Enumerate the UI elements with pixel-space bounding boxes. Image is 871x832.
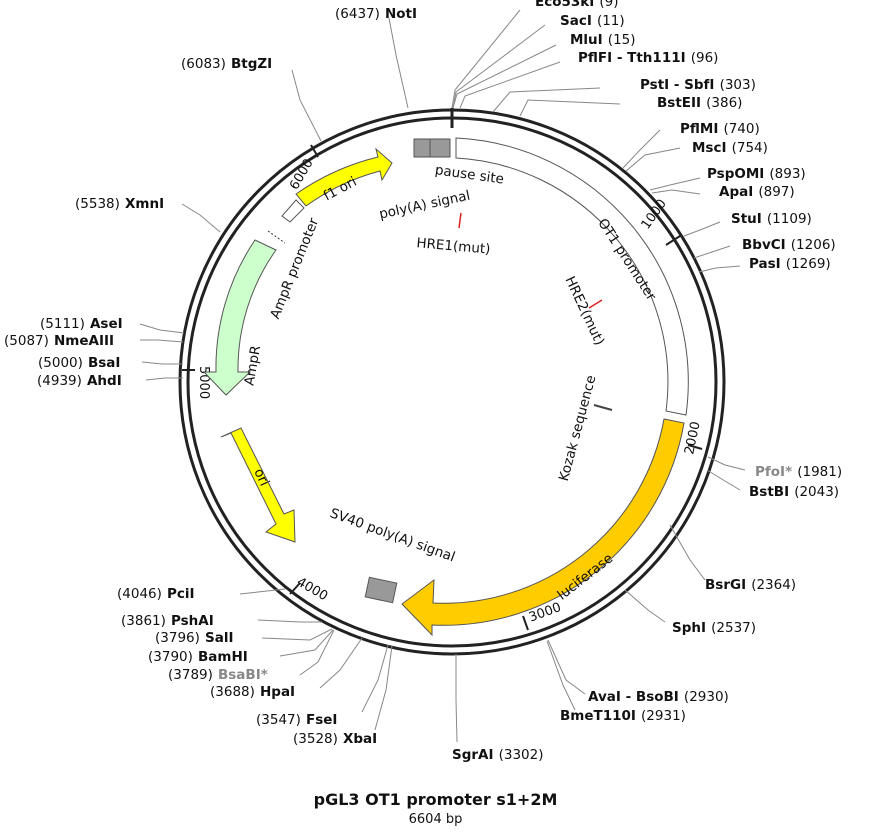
hre1-marker [458, 212, 462, 229]
site-BamHI: (3790) BamHI [148, 646, 248, 665]
kozak-label: Kozak sequence [556, 374, 600, 483]
sv40-polya-label: SV40 poly(A) signal [328, 505, 457, 565]
plasmid-length: 6604 bp [408, 812, 463, 827]
site-PciI: (4046) PciI [117, 583, 195, 602]
site-PspOMI: PspOMI (893) [707, 163, 806, 182]
site-PfoI: PfoI* (1981) [755, 461, 842, 480]
site-MluI: MluI (15) [570, 29, 636, 48]
site-StuI: StuI (1109) [731, 208, 812, 227]
plasmid-title: pGL3 OT1 promoter s1+2M [313, 790, 558, 809]
site-BmeT110I: BmeT110I (2931) [560, 705, 686, 724]
tick-label-5000: 5000 [196, 366, 211, 399]
site-XbaI: (3528) XbaI [293, 728, 377, 747]
sv40-polya-feature [364, 576, 398, 604]
tick-marks [182, 144, 703, 631]
site-leader-lines [139, 9, 746, 743]
site-SacI: SacI (11) [560, 10, 625, 29]
ori-label: ori [250, 466, 272, 489]
restriction-sites: (6437) NotI Eco53kI (9) SacI (11) MluI (… [4, 0, 842, 763]
hre2-label: HRE2(mut) [562, 274, 608, 348]
ampr-promoter-marker [267, 230, 286, 244]
site-PflMI: PflMI (740) [680, 118, 760, 137]
ampr-feature [202, 239, 277, 396]
site-AvaI-BsoBI: AvaI - BsoBI (2930) [588, 686, 729, 705]
features: OT1 promoter luciferase SV40 poly(A) sig… [202, 137, 689, 637]
kozak-marker [593, 404, 613, 411]
tick-3000 [522, 615, 529, 631]
site-SalI: (3796) SalI [155, 627, 233, 646]
luciferase-feature [401, 418, 685, 637]
ampr-label: AmpR [241, 344, 264, 387]
polya-signal-label: poly(A) signal [378, 188, 472, 223]
site-XmnI: (5538) XmnI [75, 193, 164, 212]
site-AhdI: (4939) AhdI [37, 370, 122, 389]
site-PasI: PasI (1269) [749, 253, 831, 272]
site-PflFI-Tth111I: PflFI - Tth111I (96) [578, 47, 718, 66]
site-PshAI: (3861) PshAI [121, 610, 214, 629]
site-PstI-SbfI: PstI - SbfI (303) [640, 74, 756, 93]
site-HpaI: (3688) HpaI [210, 681, 295, 700]
tick-label-4000: 4000 [294, 575, 330, 605]
tick-6000 [310, 144, 319, 158]
site-MscI: MscI (754) [692, 137, 768, 156]
hre2-marker [588, 299, 603, 309]
site-BbvCI: BbvCI (1206) [742, 234, 836, 253]
site-NotI: (6437) NotI [335, 3, 417, 22]
site-ApaI: ApaI (897) [719, 181, 795, 200]
site-FseI: (3547) FseI [256, 709, 337, 728]
site-BsaBI: (3789) BsaBI* [168, 664, 268, 683]
site-BsaI: (5000) BsaI [38, 352, 120, 371]
pause-site-feature [429, 138, 451, 158]
f1-ori-feature [295, 147, 393, 207]
site-BtgZI: (6083) BtgZI [181, 53, 272, 72]
tick-label-2000: 2000 [682, 420, 704, 455]
tick-2000 [687, 444, 703, 450]
site-BstEII: BstEII (386) [657, 92, 742, 111]
site-BstBI: BstBI (2043) [749, 481, 839, 500]
hre1-label: HRE1(mut) [416, 235, 491, 257]
tick-4000 [289, 582, 301, 595]
site-SphI: SphI (2537) [672, 617, 756, 636]
ot1-promoter-feature [455, 137, 689, 416]
pause-site-label: pause site [434, 162, 505, 188]
ori-feature [220, 427, 296, 543]
site-AseI: (5111) AseI [40, 313, 123, 332]
polya-signal-feature [413, 138, 431, 158]
tick-1000 [665, 235, 681, 246]
ampr-promoter-feature [281, 199, 305, 223]
site-BsrGI: BsrGI (2364) [705, 574, 796, 593]
site-Eco53kI: Eco53kI (9) [535, 0, 619, 10]
ampr-promoter-label: AmpR promoter [267, 215, 322, 321]
site-SgrAI: SgrAI (3302) [452, 744, 544, 763]
site-NmeAIII: (5087) NmeAIII [4, 330, 114, 349]
